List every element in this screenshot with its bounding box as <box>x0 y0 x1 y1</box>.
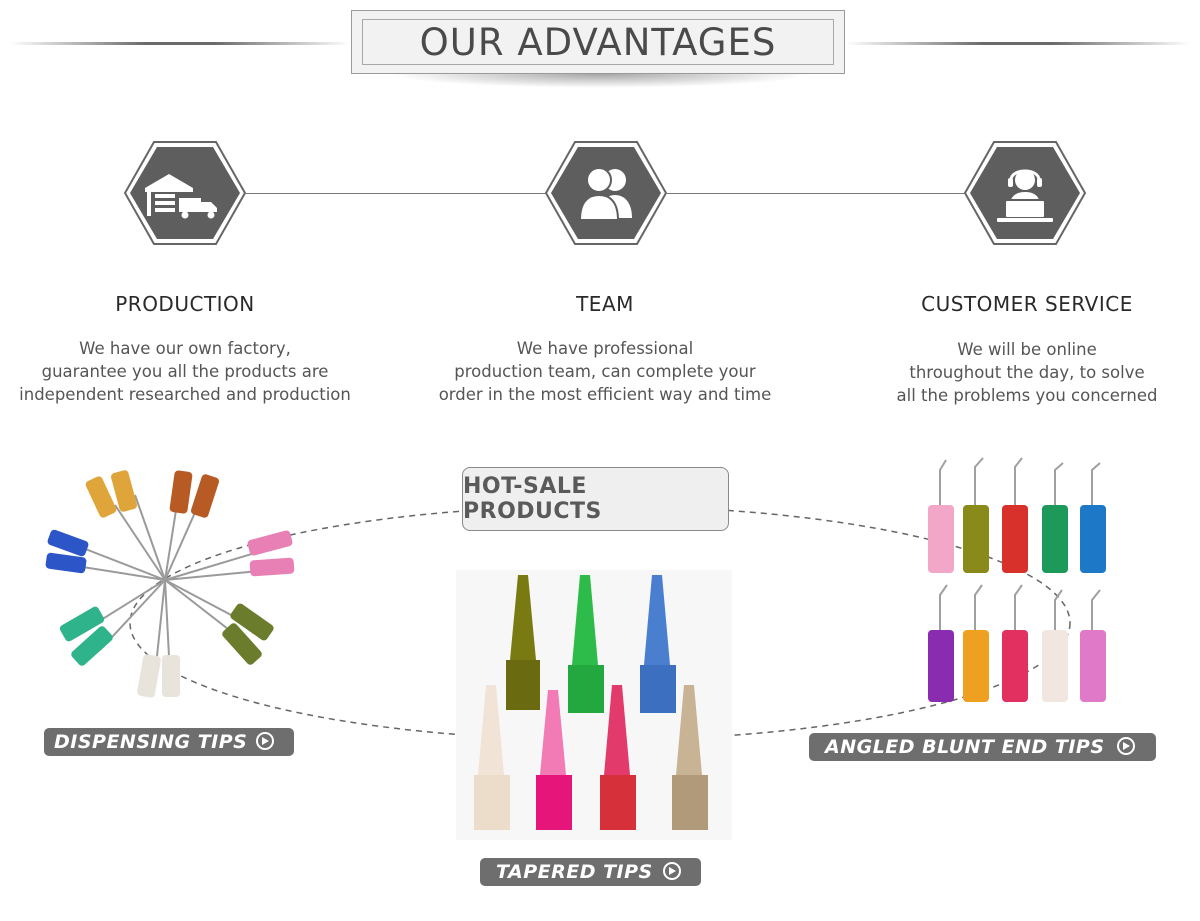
blue-tapered-tip <box>640 575 676 713</box>
header-banner-inner: OUR ADVANTAGES <box>362 19 834 65</box>
blue-tip <box>45 529 89 574</box>
pink-tapered-tip <box>536 690 572 830</box>
red-tapered-tip <box>600 685 636 830</box>
green-tapered-tip <box>568 575 604 713</box>
angled-blunt-end-tips-button[interactable]: ANGLED BLUNT END TIPS <box>809 733 1156 761</box>
feature-connector-2 <box>667 193 965 194</box>
feature-desc-team: We have professional production team, ca… <box>438 339 772 404</box>
feature-title-team: TEAM <box>576 292 634 316</box>
team-feature-icon <box>544 140 668 246</box>
tapered-tips-image <box>456 570 732 840</box>
hot-sale-label: HOT-SALE PRODUCTS <box>463 474 602 524</box>
dispensing-tips-label: DISPENSING TIPS <box>54 731 248 753</box>
production-feature-icon <box>123 140 247 246</box>
clear-tip <box>137 654 180 698</box>
arrow-right-icon <box>1117 737 1135 755</box>
cream-tapered-tip <box>474 685 510 830</box>
team-icon <box>578 167 632 221</box>
pink-tip <box>247 530 295 577</box>
customer-service-icon <box>997 169 1053 222</box>
dispensing-tips-image <box>45 470 295 698</box>
amber-tip <box>85 470 137 518</box>
arrow-right-icon <box>663 862 681 880</box>
header-banner: OUR ADVANTAGES <box>351 10 845 74</box>
header-divider-right <box>846 42 1190 45</box>
arrow-right-icon <box>256 732 274 750</box>
olive-tapered-tip <box>506 575 540 710</box>
dispensing-tips-button[interactable]: DISPENSING TIPS <box>44 728 294 756</box>
tan-tapered-tip <box>672 685 708 830</box>
feature-desc-customer-service: We will be online throughout the day, to… <box>896 340 1158 405</box>
brown-tip <box>169 470 220 518</box>
tapered-tips-label: TAPERED TIPS <box>496 861 653 883</box>
warehouse-truck-icon <box>145 174 217 219</box>
olive-tip <box>222 603 274 665</box>
feature-title-production: PRODUCTION <box>115 292 255 316</box>
customer-service-feature-icon <box>963 140 1087 246</box>
feature-title-customer-service: CUSTOMER SERVICE <box>921 292 1133 316</box>
header-divider-left <box>10 42 350 45</box>
feature-desc-production: We have our own factory, guarantee you a… <box>19 339 351 404</box>
hot-sale-badge: HOT-SALE PRODUCTS <box>462 467 729 531</box>
feature-connector-1 <box>246 193 546 194</box>
angled-tip-row-2 <box>928 630 1106 702</box>
angled-blunt-end-tips-image <box>928 457 1106 702</box>
tapered-tips-button[interactable]: TAPERED TIPS <box>480 858 701 886</box>
header-shadow <box>390 74 810 88</box>
page-title: OUR ADVANTAGES <box>419 20 777 64</box>
angled-blunt-end-tips-label: ANGLED BLUNT END TIPS <box>825 736 1105 758</box>
angled-tip-row-1 <box>928 505 1106 573</box>
teal-tip <box>59 606 113 666</box>
